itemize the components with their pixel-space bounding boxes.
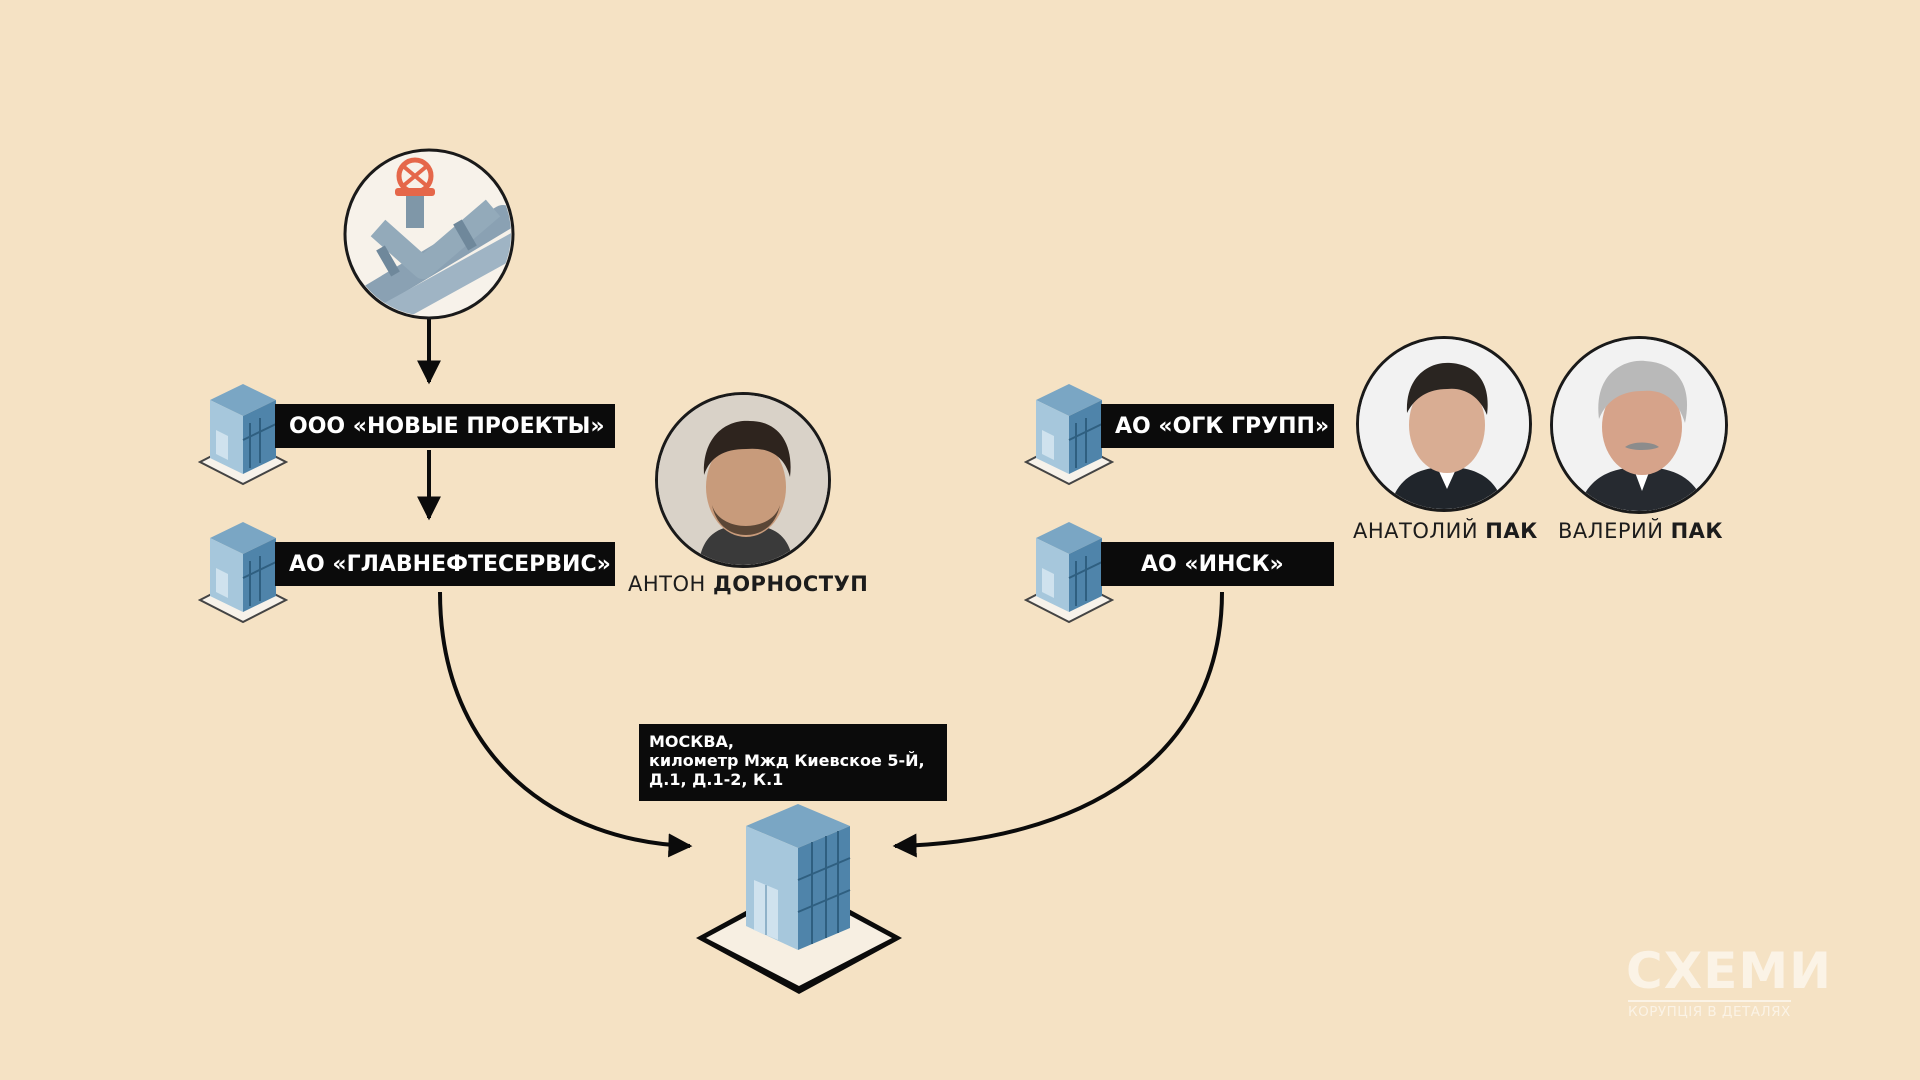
company-name: АО «ГЛАВНЕФТЕСЕРВИС» bbox=[289, 551, 611, 577]
company-label-glavnefteservis: АО «ГЛАВНЕФТЕСЕРВИС» bbox=[275, 542, 615, 586]
last-name: ДОРНОСТУП bbox=[713, 572, 869, 596]
last-name: ПАК bbox=[1485, 519, 1538, 543]
company-label-ogk-grupp: АО «ОГК ГРУПП» bbox=[1101, 404, 1334, 448]
person-name-anatoliy: АНАТОЛИЙ ПАК bbox=[1353, 519, 1538, 543]
logo-subtitle: КОРУПЦІЯ В ДЕТАЛЯХ bbox=[1628, 1000, 1791, 1020]
company-label-insk: АО «ИНСК» bbox=[1101, 542, 1334, 586]
first-name: ВАЛЕРИЙ bbox=[1558, 519, 1664, 543]
building-icon bbox=[1023, 378, 1115, 490]
first-name: АНАТОЛИЙ bbox=[1353, 519, 1479, 543]
building-icon bbox=[1023, 516, 1115, 628]
arrow-insk-to-building bbox=[892, 591, 1224, 858]
last-name: ПАК bbox=[1670, 519, 1724, 543]
person-photo-anton bbox=[655, 392, 831, 568]
person-photo-anatoliy bbox=[1356, 336, 1532, 512]
pipeline-valve-icon bbox=[343, 148, 515, 320]
address-line-city: МОСКВА, bbox=[649, 732, 734, 751]
person-photo-valeriy bbox=[1550, 336, 1728, 514]
arrow-glav-to-building bbox=[438, 591, 693, 858]
destination-building-icon bbox=[694, 800, 904, 996]
company-name: АО «ОГК ГРУПП» bbox=[1115, 413, 1330, 439]
company-name: АО «ИНСК» bbox=[1141, 551, 1284, 577]
first-name: АНТОН bbox=[628, 572, 706, 596]
building-icon bbox=[197, 516, 289, 628]
company-name: ООО «НОВЫЕ ПРОЕКТЫ» bbox=[289, 413, 605, 439]
company-label-novye-proekty: ООО «НОВЫЕ ПРОЕКТЫ» bbox=[275, 404, 615, 448]
building-icon bbox=[197, 378, 289, 490]
address-line-building: Д.1, Д.1-2, К.1 bbox=[649, 770, 784, 789]
address-line-street: километр Мжд Киевское 5-Й, bbox=[649, 751, 925, 770]
person-name-valeriy: ВАЛЕРИЙ ПАК bbox=[1558, 519, 1723, 543]
person-name-anton: АНТОН ДОРНОСТУП bbox=[628, 572, 868, 596]
logo-title: СХЕМИ bbox=[1626, 942, 1833, 1000]
address-label: МОСКВА, километр Мжд Киевское 5-Й, Д.1, … bbox=[639, 724, 947, 801]
